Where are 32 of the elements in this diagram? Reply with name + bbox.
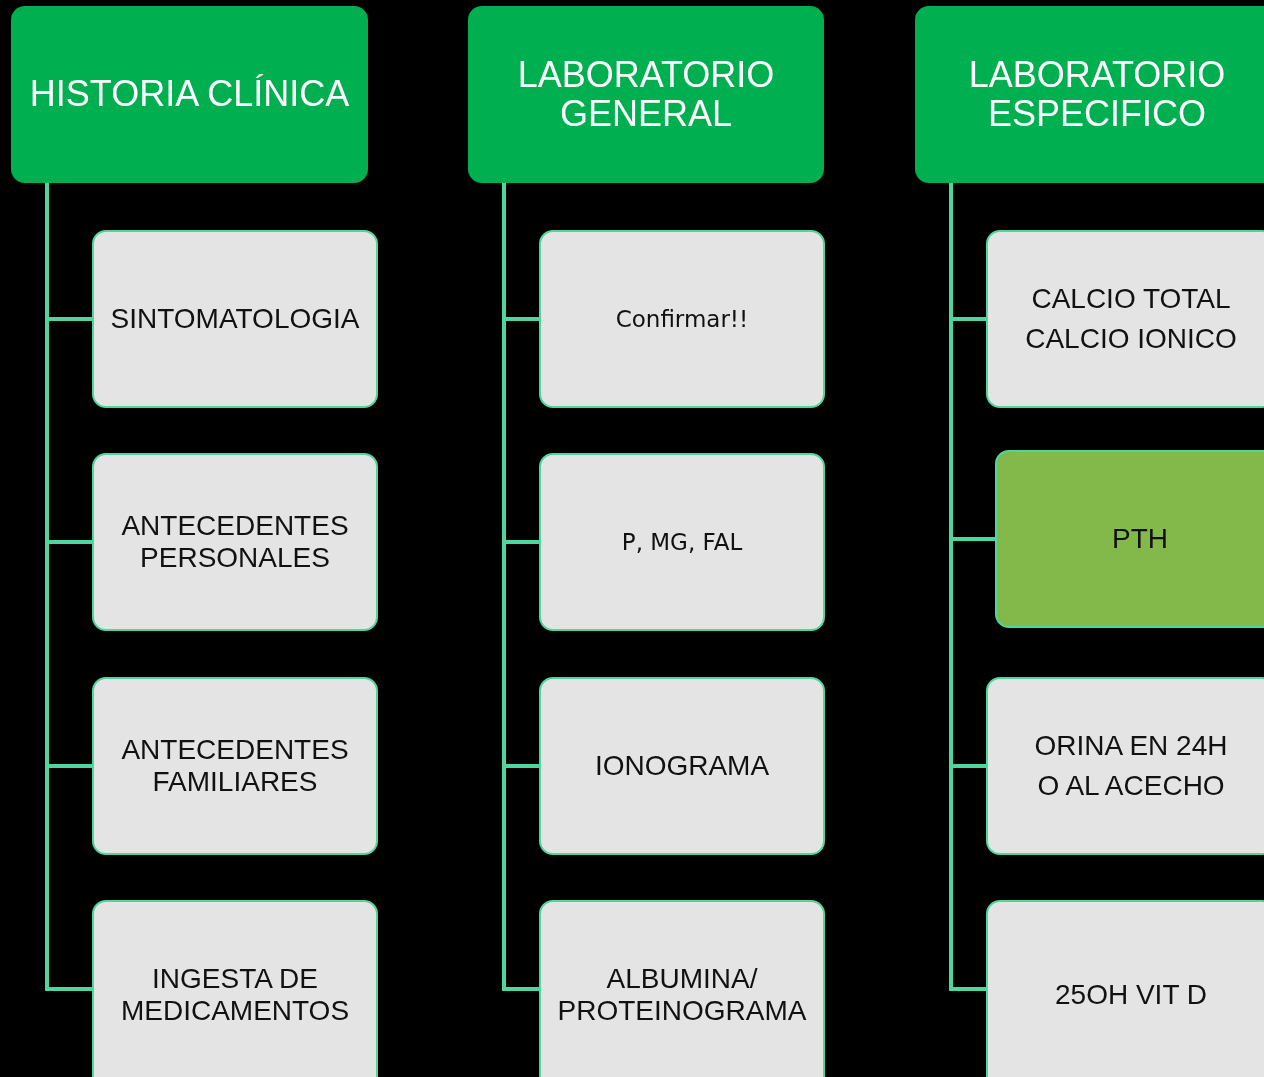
item-box — [539, 453, 825, 631]
item-text: ALBUMINA/ PROTEINOGRAMA — [556, 962, 808, 1028]
item-box — [92, 230, 378, 408]
item-text: SINTOMATOLOGIA — [110, 302, 360, 336]
item-text: INGESTA DE MEDICAMENTOS — [119, 962, 351, 1028]
header-box — [11, 6, 368, 183]
item-text: IONOGRAMA — [594, 749, 770, 783]
item-box — [92, 900, 378, 1077]
item-text: ANTECEDENTES FAMILIARES — [120, 733, 350, 799]
item-text: CALCIO TOTAL — [1031, 282, 1231, 315]
item-box — [92, 677, 378, 855]
item-box — [986, 677, 1264, 855]
item-text: LABORATORIO GENERAL — [516, 55, 776, 134]
item-box — [986, 900, 1264, 1077]
item-box — [92, 453, 378, 631]
item-text: 25OH VIT D — [1055, 978, 1207, 1012]
item-box — [539, 677, 825, 855]
header-box — [468, 6, 824, 183]
item-text: ORINA EN 24H — [1034, 729, 1228, 762]
item-text: HISTORIA CLÍNICA — [29, 75, 350, 114]
item-box — [539, 230, 825, 408]
header-box — [915, 6, 1264, 183]
item-text: ANTECEDENTES PERSONALES — [120, 509, 350, 575]
item-text: Confirmar!! — [615, 305, 749, 333]
item-text: O AL ACECHO — [1037, 770, 1225, 803]
item-box — [986, 230, 1264, 408]
item-box — [539, 900, 825, 1077]
highlighted-item-box — [995, 450, 1264, 628]
item-text: LABORATORIO ESPECIFICO — [967, 55, 1227, 134]
item-text: PTH — [1112, 522, 1168, 556]
item-text: P, MG, FAL — [621, 528, 743, 556]
item-text: CALCIO IONICO — [1025, 323, 1237, 356]
